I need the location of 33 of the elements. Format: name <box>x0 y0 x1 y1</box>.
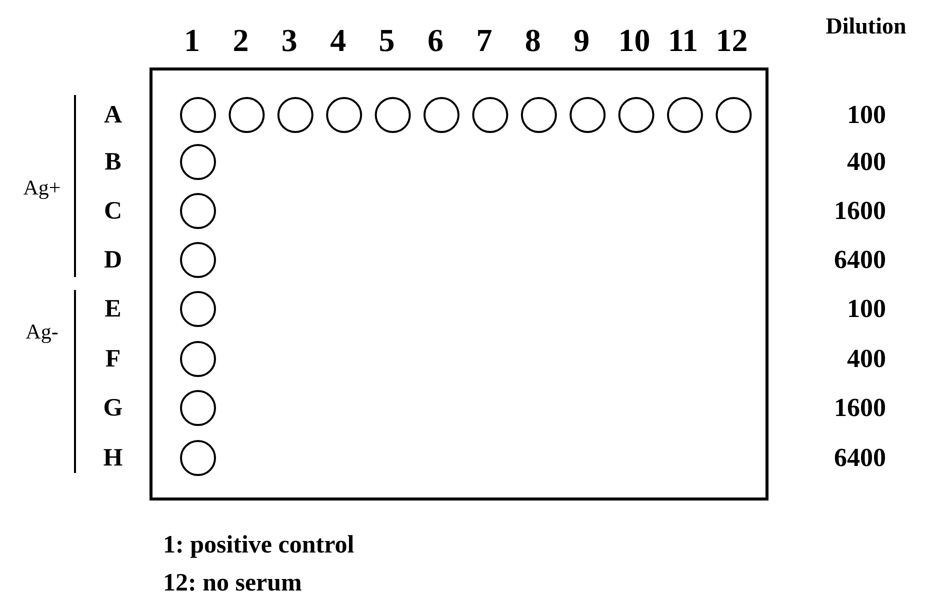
column-number: 4 <box>330 24 346 56</box>
row-letter: D <box>104 248 122 272</box>
column-number: 9 <box>574 24 590 56</box>
group-label: Ag- <box>26 322 58 342</box>
dilution-value: 400 <box>847 346 886 372</box>
dilution-value: 6400 <box>834 445 886 471</box>
group-label: Ag+ <box>23 178 61 198</box>
column-number: 10 <box>618 24 650 56</box>
column-header: Dilution <box>826 14 906 38</box>
column-number: 11 <box>668 24 698 56</box>
row-letter: C <box>104 198 122 224</box>
column-number: 8 <box>524 24 541 56</box>
dilution-value: 100 <box>847 296 886 322</box>
note: 1: positive control <box>163 532 354 558</box>
row-letter: G <box>103 396 123 420</box>
row-letter: E <box>104 296 122 322</box>
column-number: 12 <box>716 24 748 56</box>
dilution-value: 6400 <box>834 247 886 273</box>
row-letter: F <box>105 346 121 372</box>
dilution-value: 1600 <box>834 198 886 224</box>
column-number: 6 <box>428 24 444 56</box>
column-number: 3 <box>281 24 298 56</box>
dilution-value: 100 <box>847 102 886 128</box>
column-number: 2 <box>232 24 249 56</box>
column-number: 1 <box>184 24 200 56</box>
row-letter: A <box>104 102 122 128</box>
dilution-value: 400 <box>847 149 886 175</box>
row-letter: B <box>104 150 122 174</box>
column-number: 7 <box>476 24 492 56</box>
note: 12: no serum <box>163 570 302 596</box>
column-number: 5 <box>378 24 395 56</box>
dilution-value: 1600 <box>834 395 886 421</box>
row-letter: H <box>103 446 123 470</box>
